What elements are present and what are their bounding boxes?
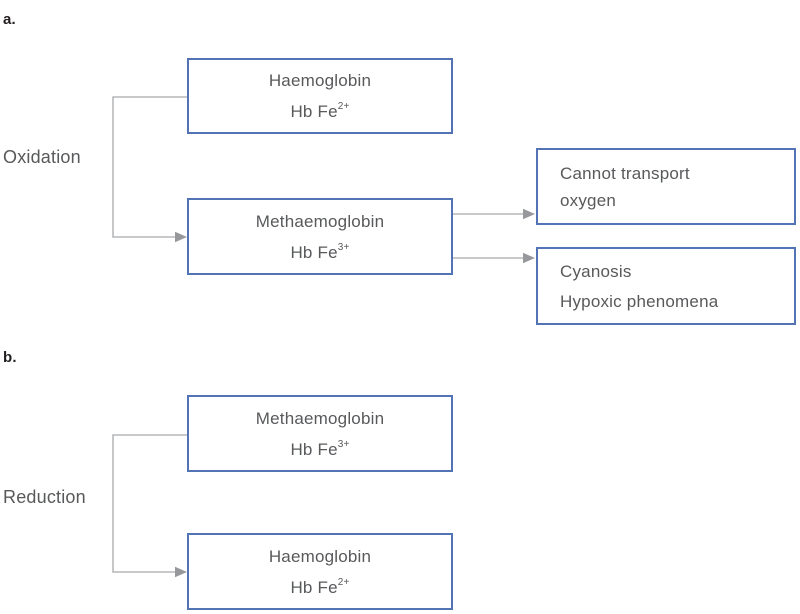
formula-text: Hb Fe3+: [290, 438, 350, 459]
formula-base: Hb Fe: [290, 242, 338, 262]
reduction-label: Reduction: [3, 487, 86, 507]
methaemoglobin-box-b: Methaemoglobin Hb Fe3+: [187, 395, 453, 472]
haemoglobin-box-a: Haemoglobin Hb Fe2+: [187, 58, 453, 134]
box-title: Methaemoglobin: [255, 408, 385, 428]
arrow-right-icon: [523, 252, 535, 264]
cyanosis-hypoxic-box: Cyanosis Hypoxic phenomena: [536, 247, 796, 325]
outcome-line: Cyanosis: [560, 261, 632, 281]
outcome-line: Hypoxic phenomena: [560, 291, 719, 311]
arrow-right-icon: [175, 231, 187, 243]
outcome-line: Cannot transport: [560, 163, 690, 183]
box-title: Haemoglobin: [268, 546, 372, 566]
formula-valence: 2+: [337, 576, 350, 588]
box-title: Haemoglobin: [268, 71, 372, 90]
formula-text: Hb Fe3+: [290, 241, 350, 262]
formula-valence: 2+: [337, 101, 350, 113]
formula-valence: 3+: [337, 241, 350, 253]
formula-text: Hb Fe2+: [290, 576, 350, 597]
haemoglobin-box-b: Haemoglobin Hb Fe2+: [187, 533, 453, 610]
formula-base: Hb Fe: [290, 577, 338, 597]
section-b-label: b.: [3, 349, 17, 366]
oxidation-bracket-connector: [112, 96, 187, 238]
outcome-line: oxygen: [560, 190, 617, 210]
cannot-transport-oxygen-box: Cannot transport oxygen: [536, 148, 796, 225]
arrow-right-icon: [523, 208, 535, 220]
arrow-right-icon: [175, 566, 187, 578]
section-a-label: a.: [3, 11, 16, 28]
formula-text: Hb Fe2+: [290, 101, 350, 121]
formula-base: Hb Fe: [290, 102, 338, 121]
reduction-bracket-connector: [112, 434, 187, 573]
formula-base: Hb Fe: [290, 439, 338, 459]
oxidation-label: Oxidation: [3, 147, 81, 167]
box-title: Methaemoglobin: [255, 211, 385, 231]
formula-valence: 3+: [337, 438, 350, 450]
methaemoglobin-box-a: Methaemoglobin Hb Fe3+: [187, 198, 453, 275]
